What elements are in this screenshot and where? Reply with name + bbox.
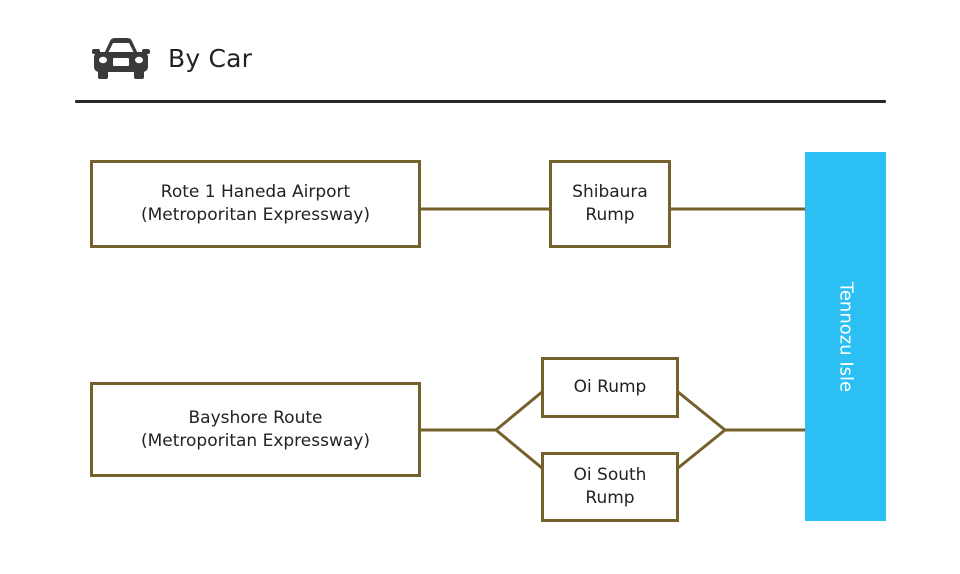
ramp-box-shibaura: Shibaura Rump — [549, 160, 671, 248]
ramp-box-oi-south: Oi South Rump — [541, 452, 679, 522]
connector-oi-to-merge — [677, 390, 726, 432]
header: By Car — [90, 34, 252, 82]
route-box-bayshore: Bayshore Route (Metroporitan Expressway) — [90, 382, 421, 477]
route-box-haneda: Rote 1 Haneda Airport (Metroporitan Expr… — [90, 160, 421, 248]
car-icon — [92, 38, 150, 79]
connector-oi-south-to-merge — [677, 428, 726, 470]
destination-tennozu-isle: Tennozu Isle — [805, 152, 886, 521]
header-divider — [75, 100, 886, 103]
ramp-box-oi: Oi Rump — [541, 357, 679, 418]
page-title: By Car — [168, 43, 253, 73]
route-label-bayshore: Bayshore Route (Metroporitan Expressway) — [140, 407, 370, 451]
destination-label: Tennozu Isle — [835, 281, 856, 392]
connector-split-to-oi-south — [495, 428, 543, 470]
ramp-label-oi: Oi Rump — [573, 377, 647, 397]
ramp-label-oi-south: Oi South Rump — [573, 465, 647, 508]
connector-split-to-oi — [495, 390, 543, 432]
ramp-label-shibaura: Shibaura Rump — [572, 182, 648, 225]
route-label-haneda: Rote 1 Haneda Airport (Metroporitan Expr… — [140, 182, 370, 225]
